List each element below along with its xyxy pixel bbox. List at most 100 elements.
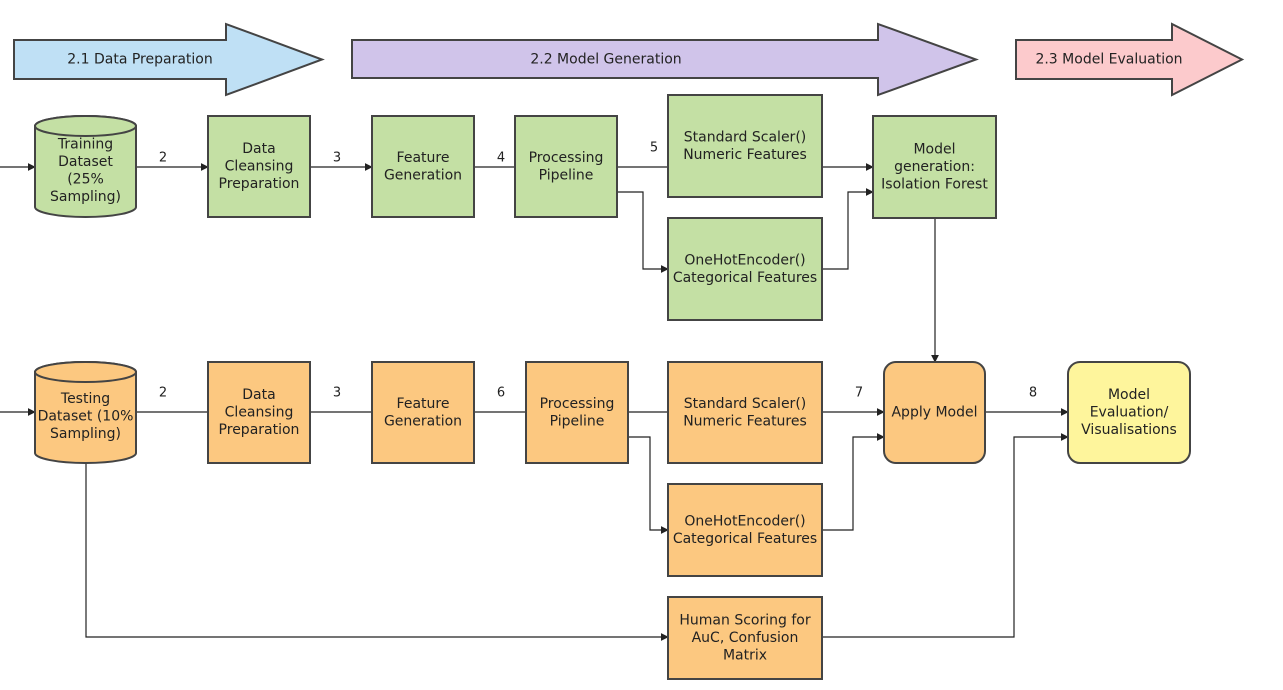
node-label-line: Generation: [384, 167, 462, 183]
step-number-label: 5: [650, 141, 658, 156]
node-box: [667, 596, 823, 680]
connector-line: [85, 463, 669, 641]
phase-label-prep: 2.1 Data Preparation: [67, 52, 212, 68]
node-label-line: Testing: [60, 391, 110, 407]
cylinder-top: [34, 361, 137, 383]
node-label-line: Evaluation/: [1090, 405, 1169, 421]
node-label-line: Preparation: [219, 176, 300, 192]
node-apply-model: Apply Model: [883, 361, 986, 464]
phase-eval: 2.3 Model Evaluation: [1015, 22, 1245, 97]
node-box: [667, 483, 823, 577]
node-box: [207, 115, 311, 218]
phase-arrow-prep: [13, 22, 325, 97]
node-box: [514, 115, 618, 218]
phase-label-eval: 2.3 Model Evaluation: [1035, 52, 1182, 68]
node-box: [1067, 361, 1191, 464]
node-label-line: Dataset: [58, 154, 113, 170]
node-label-line: Generation: [384, 413, 462, 429]
phase-arrow-eval: [1015, 22, 1245, 97]
node-label-line: generation:: [894, 159, 975, 175]
step-number-label: 3: [333, 386, 341, 401]
node-label-line: OneHotEncoder(): [684, 252, 805, 268]
edge-test-branch: [628, 436, 669, 534]
phase-gen: 2.2 Model Generation: [351, 22, 979, 97]
connector-line: [617, 191, 669, 273]
node-label-line: Processing: [529, 150, 604, 166]
node-label-line: Training: [57, 136, 113, 152]
node-label-line: Feature: [397, 150, 450, 166]
node-label-line: Cleansing: [225, 159, 294, 175]
node-label-line: OneHotEncoder(): [684, 513, 805, 529]
node-label-line: Data: [242, 387, 275, 403]
node-label-line: Human Scoring for: [679, 613, 810, 629]
edge-test-human: [85, 463, 669, 641]
phase-arrow-gen: [351, 22, 979, 97]
node-box: [207, 361, 311, 464]
node-label-line: Standard Scaler(): [684, 129, 807, 145]
step-number-label: 2: [159, 386, 167, 401]
node-label-line: Pipeline: [539, 167, 594, 183]
node-label-line: Preparation: [219, 422, 300, 438]
step-number-label: 7: [855, 386, 863, 401]
node-label-line: Numeric Features: [683, 413, 807, 429]
node-box: [667, 217, 823, 321]
node-label-line: Cleansing: [225, 405, 294, 421]
node-label-line: Isolation Forest: [881, 177, 988, 193]
edge-test-onehot-out: [822, 433, 885, 531]
node-train-onehot: OneHotEncoder() Categorical Features: [667, 217, 823, 321]
node-label-line: Sampling): [50, 189, 121, 205]
connector-line: [628, 436, 669, 534]
node-label-line: Categorical Features: [673, 270, 817, 286]
step-number-label: 8: [1029, 386, 1037, 401]
node-label-line: Sampling): [50, 426, 121, 442]
step-number-label: 2: [159, 151, 167, 166]
node-label-line: Apply Model: [891, 405, 977, 421]
node-label-line: Visualisations: [1081, 422, 1177, 438]
node-label-line: Pipeline: [550, 413, 605, 429]
phase-prep: 2.1 Data Preparation: [13, 22, 325, 97]
step-number-label: 4: [497, 151, 505, 166]
connector-line: [822, 433, 1069, 638]
node-box: [667, 94, 823, 198]
node-label-line: Processing: [540, 396, 615, 412]
edge-train-onehot-out: [822, 188, 874, 270]
phase-label-gen: 2.2 Model Generation: [530, 52, 681, 68]
node-box: [667, 361, 823, 464]
node-test-scaler: Standard Scaler()Numeric Features: [667, 361, 823, 464]
node-label-line: Categorical Features: [673, 531, 817, 547]
node-label-line: Model: [1108, 387, 1150, 403]
node-label-line: Matrix: [723, 648, 767, 664]
node-box: [371, 115, 475, 218]
connector-line: [822, 188, 874, 270]
step-number-label: 6: [497, 386, 505, 401]
node-test-onehot: OneHotEncoder() Categorical Features: [667, 483, 823, 577]
edge-train-branch: [617, 191, 669, 273]
node-label-line: Dataset (10%: [38, 409, 134, 425]
connector-line: [822, 433, 885, 531]
node-label-line: AuC, Confusion: [692, 630, 799, 646]
edge-human-eval: [822, 433, 1069, 638]
node-box: [872, 115, 997, 219]
node-label-line: (25%: [67, 171, 104, 187]
step-number-label: 3: [333, 151, 341, 166]
node-box: [883, 361, 986, 464]
node-train-scaler: Standard Scaler()Numeric Features: [667, 94, 823, 198]
node-label-line: Model: [913, 142, 955, 158]
node-box: [525, 361, 629, 464]
node-label-line: Data: [242, 141, 275, 157]
node-label-line: Standard Scaler(): [684, 396, 807, 412]
node-box: [371, 361, 475, 464]
node-label-line: Feature: [397, 396, 450, 412]
